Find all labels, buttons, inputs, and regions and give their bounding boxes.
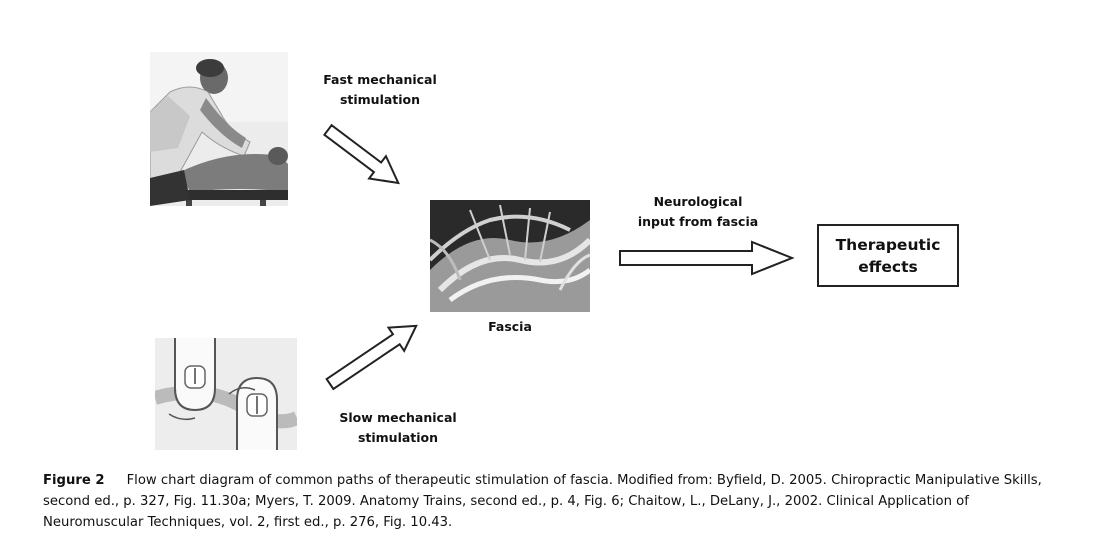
neuro-label-line1: Neurological — [653, 194, 743, 209]
finger-technique-drawing — [155, 338, 297, 450]
neuro-label-line2: input from fascia — [637, 214, 759, 229]
figure-label: Figure 2 — [43, 473, 105, 488]
box-line1: Therapeutic — [835, 235, 941, 254]
box-line2: effects — [858, 257, 918, 276]
fascia-photo — [430, 200, 590, 312]
slow-label-line1: Slow mechanical — [339, 410, 457, 425]
neurological-input-label: Neurological input from fascia — [618, 192, 778, 232]
slow-label-line2: stimulation — [357, 430, 439, 445]
fast-label-line2: stimulation — [339, 92, 421, 107]
fast-stimulation-label: Fast mechanical stimulation — [310, 70, 450, 110]
fascia-label: Fascia — [488, 319, 532, 334]
caption-text: Flow chart diagram of common paths of th… — [43, 473, 1042, 530]
fast-label-line1: Fast mechanical — [323, 72, 437, 87]
slow-stimulation-label: Slow mechanical stimulation — [328, 408, 468, 448]
therapeutic-effects-box: Therapeutic effects — [817, 224, 959, 287]
massage-photo — [150, 52, 288, 206]
arrow-slow-to-fascia — [325, 324, 418, 391]
arrow-fascia-to-effects — [619, 240, 795, 276]
arrow-fast-to-fascia — [322, 123, 400, 185]
